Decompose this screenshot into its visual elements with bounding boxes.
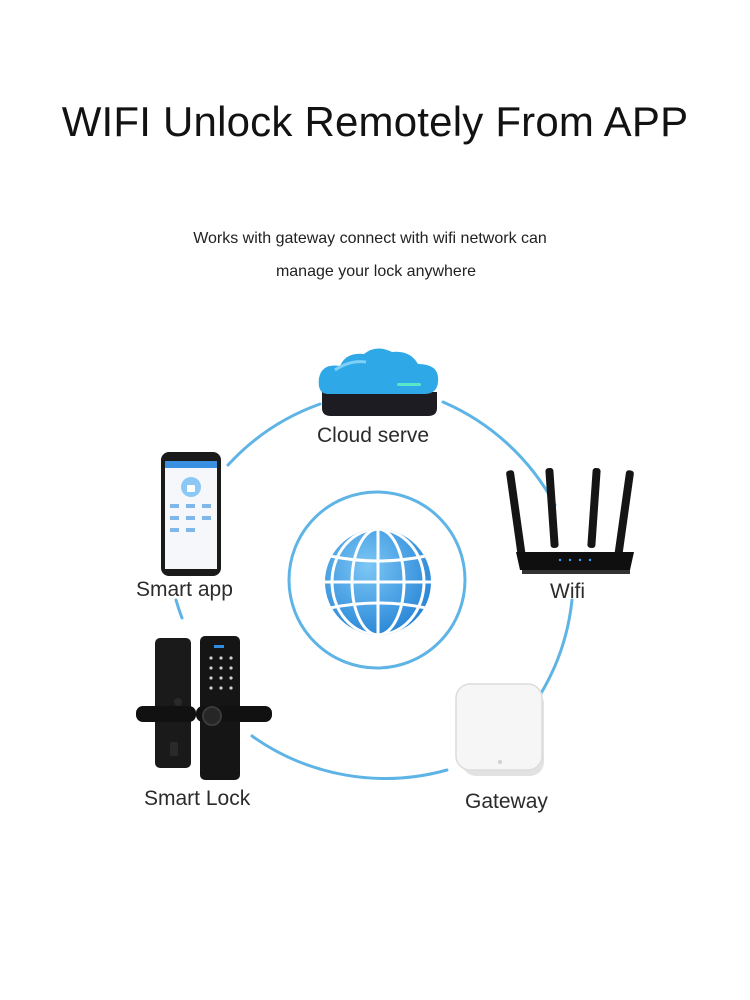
subtitle-line-1: Works with gateway connect with wifi net… <box>193 230 547 247</box>
gateway-label: Gateway <box>465 790 548 813</box>
wifi-label: Wifi <box>550 580 585 603</box>
page-title: WIFI Unlock Remotely From APP <box>61 98 689 145</box>
inner-ring <box>287 490 467 670</box>
outer-ring <box>174 400 574 780</box>
smart-lock-icon <box>136 636 272 780</box>
gateway-icon <box>455 683 544 776</box>
router-icon <box>506 468 634 574</box>
globe-icon <box>325 529 431 635</box>
cloud-icon <box>318 348 439 416</box>
cloud-serve-label: Cloud serve <box>317 424 430 447</box>
smartphone-icon <box>161 452 221 576</box>
subtitle-line-2: manage your lock anywhere <box>275 263 477 280</box>
smart-lock-label: Smart Lock <box>144 787 251 810</box>
smart-app-label: Smart app <box>136 578 233 601</box>
